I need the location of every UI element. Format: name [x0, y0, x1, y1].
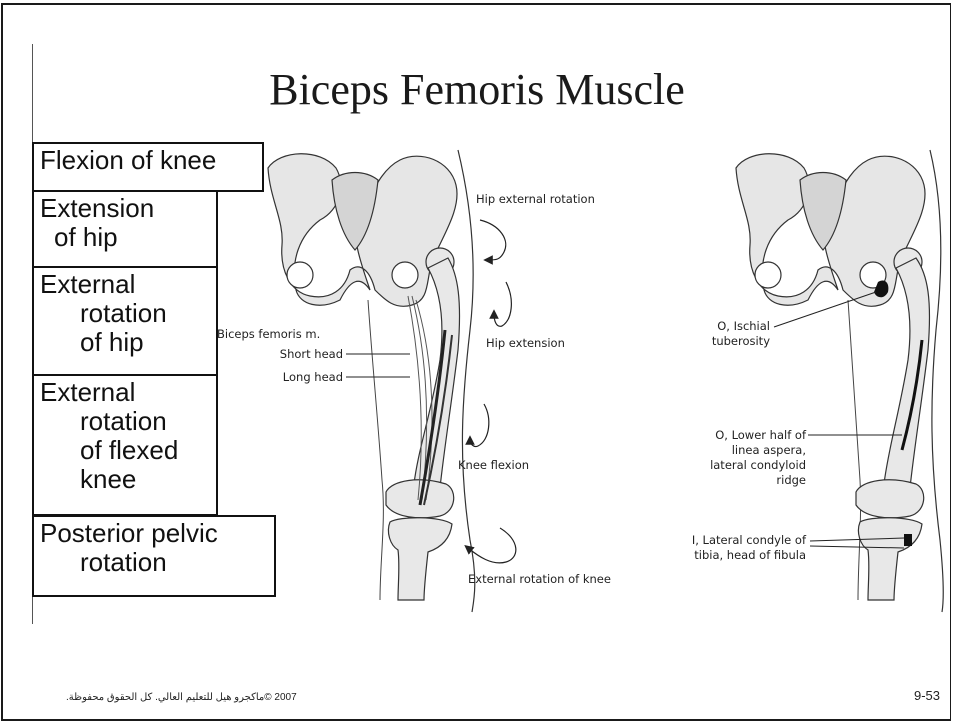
- copyright-notice: 2007 ©ماكجرو هيل للتعليم العالي. كل الحق…: [66, 692, 297, 703]
- left-leg-figure: Biceps femoris m. Short head Long head H…: [217, 150, 611, 612]
- label-origin-linea-3: lateral condyloid: [710, 458, 806, 472]
- pelvis-right: [736, 154, 925, 307]
- knee-flexion-arrow: [470, 404, 489, 447]
- slide-number: 9-53: [914, 688, 940, 703]
- label-origin-ischial-2: tuberosity: [712, 334, 770, 348]
- label-external-rotation-knee: External rotation of knee: [468, 572, 611, 586]
- label-origin-ischial-1: O, Ischial: [717, 319, 770, 333]
- insertion-marker: [904, 534, 912, 546]
- label-hip-extension: Hip extension: [486, 336, 565, 350]
- label-insertion-1: I, Lateral condyle of: [692, 533, 807, 547]
- label-origin-linea-2: linea aspera,: [732, 443, 806, 457]
- label-hip-external-rotation: Hip external rotation: [476, 192, 595, 206]
- hip-external-rotation-arrow: [480, 220, 506, 260]
- label-knee-flexion: Knee flexion: [458, 458, 529, 472]
- pelvis-left: [268, 154, 457, 307]
- right-leg-figure: O, Ischial tuberosity O, Lower half of l…: [692, 150, 943, 612]
- label-origin-linea-4: ridge: [776, 473, 806, 487]
- tibia-right: [858, 518, 922, 600]
- label-long-head: Long head: [283, 370, 343, 384]
- label-short-head: Short head: [280, 347, 343, 361]
- hip-extension-arrow: [494, 282, 511, 326]
- label-biceps-femoris: Biceps femoris m.: [217, 327, 320, 341]
- label-origin-linea-1: O, Lower half of: [715, 428, 807, 442]
- knee-external-rotation-arrow: [468, 528, 516, 563]
- tibia-left: [388, 518, 452, 600]
- label-insertion-2: tibia, head of fibula: [694, 548, 806, 562]
